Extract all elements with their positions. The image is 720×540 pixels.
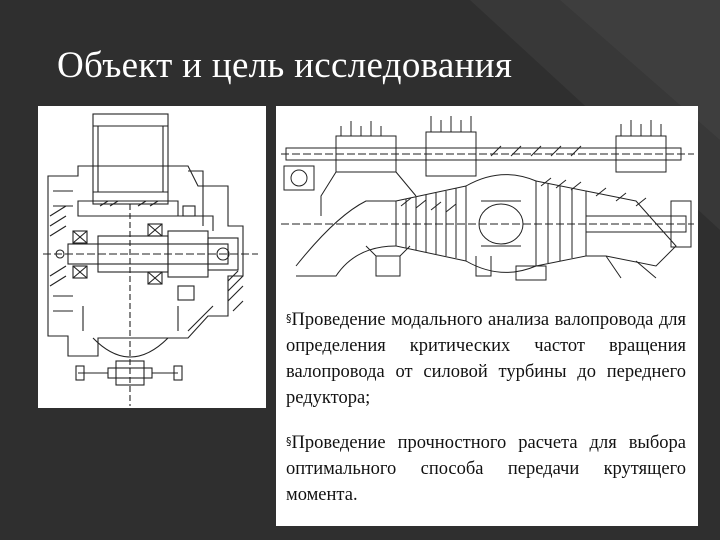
bullet-marker: § xyxy=(286,312,292,325)
engine-drawing xyxy=(276,106,698,282)
gearbox-drawing-svg xyxy=(43,113,258,406)
bullet-item: §Проведение модального анализа валопрово… xyxy=(286,306,686,411)
bullet-marker: § xyxy=(286,435,292,448)
bullet-text: Проведение модального анализа валопровод… xyxy=(286,310,686,408)
gearbox-drawing xyxy=(38,106,266,408)
bullet-item: §Проведение прочностного расчета для выб… xyxy=(286,429,686,508)
engine-drawing-svg xyxy=(281,116,694,281)
bullet-text: Проведение прочностного расчета для выбо… xyxy=(286,433,686,505)
goals-panel: §Проведение модального анализа валопрово… xyxy=(276,282,698,526)
slide-title: Объект и цель исследования xyxy=(57,45,513,86)
